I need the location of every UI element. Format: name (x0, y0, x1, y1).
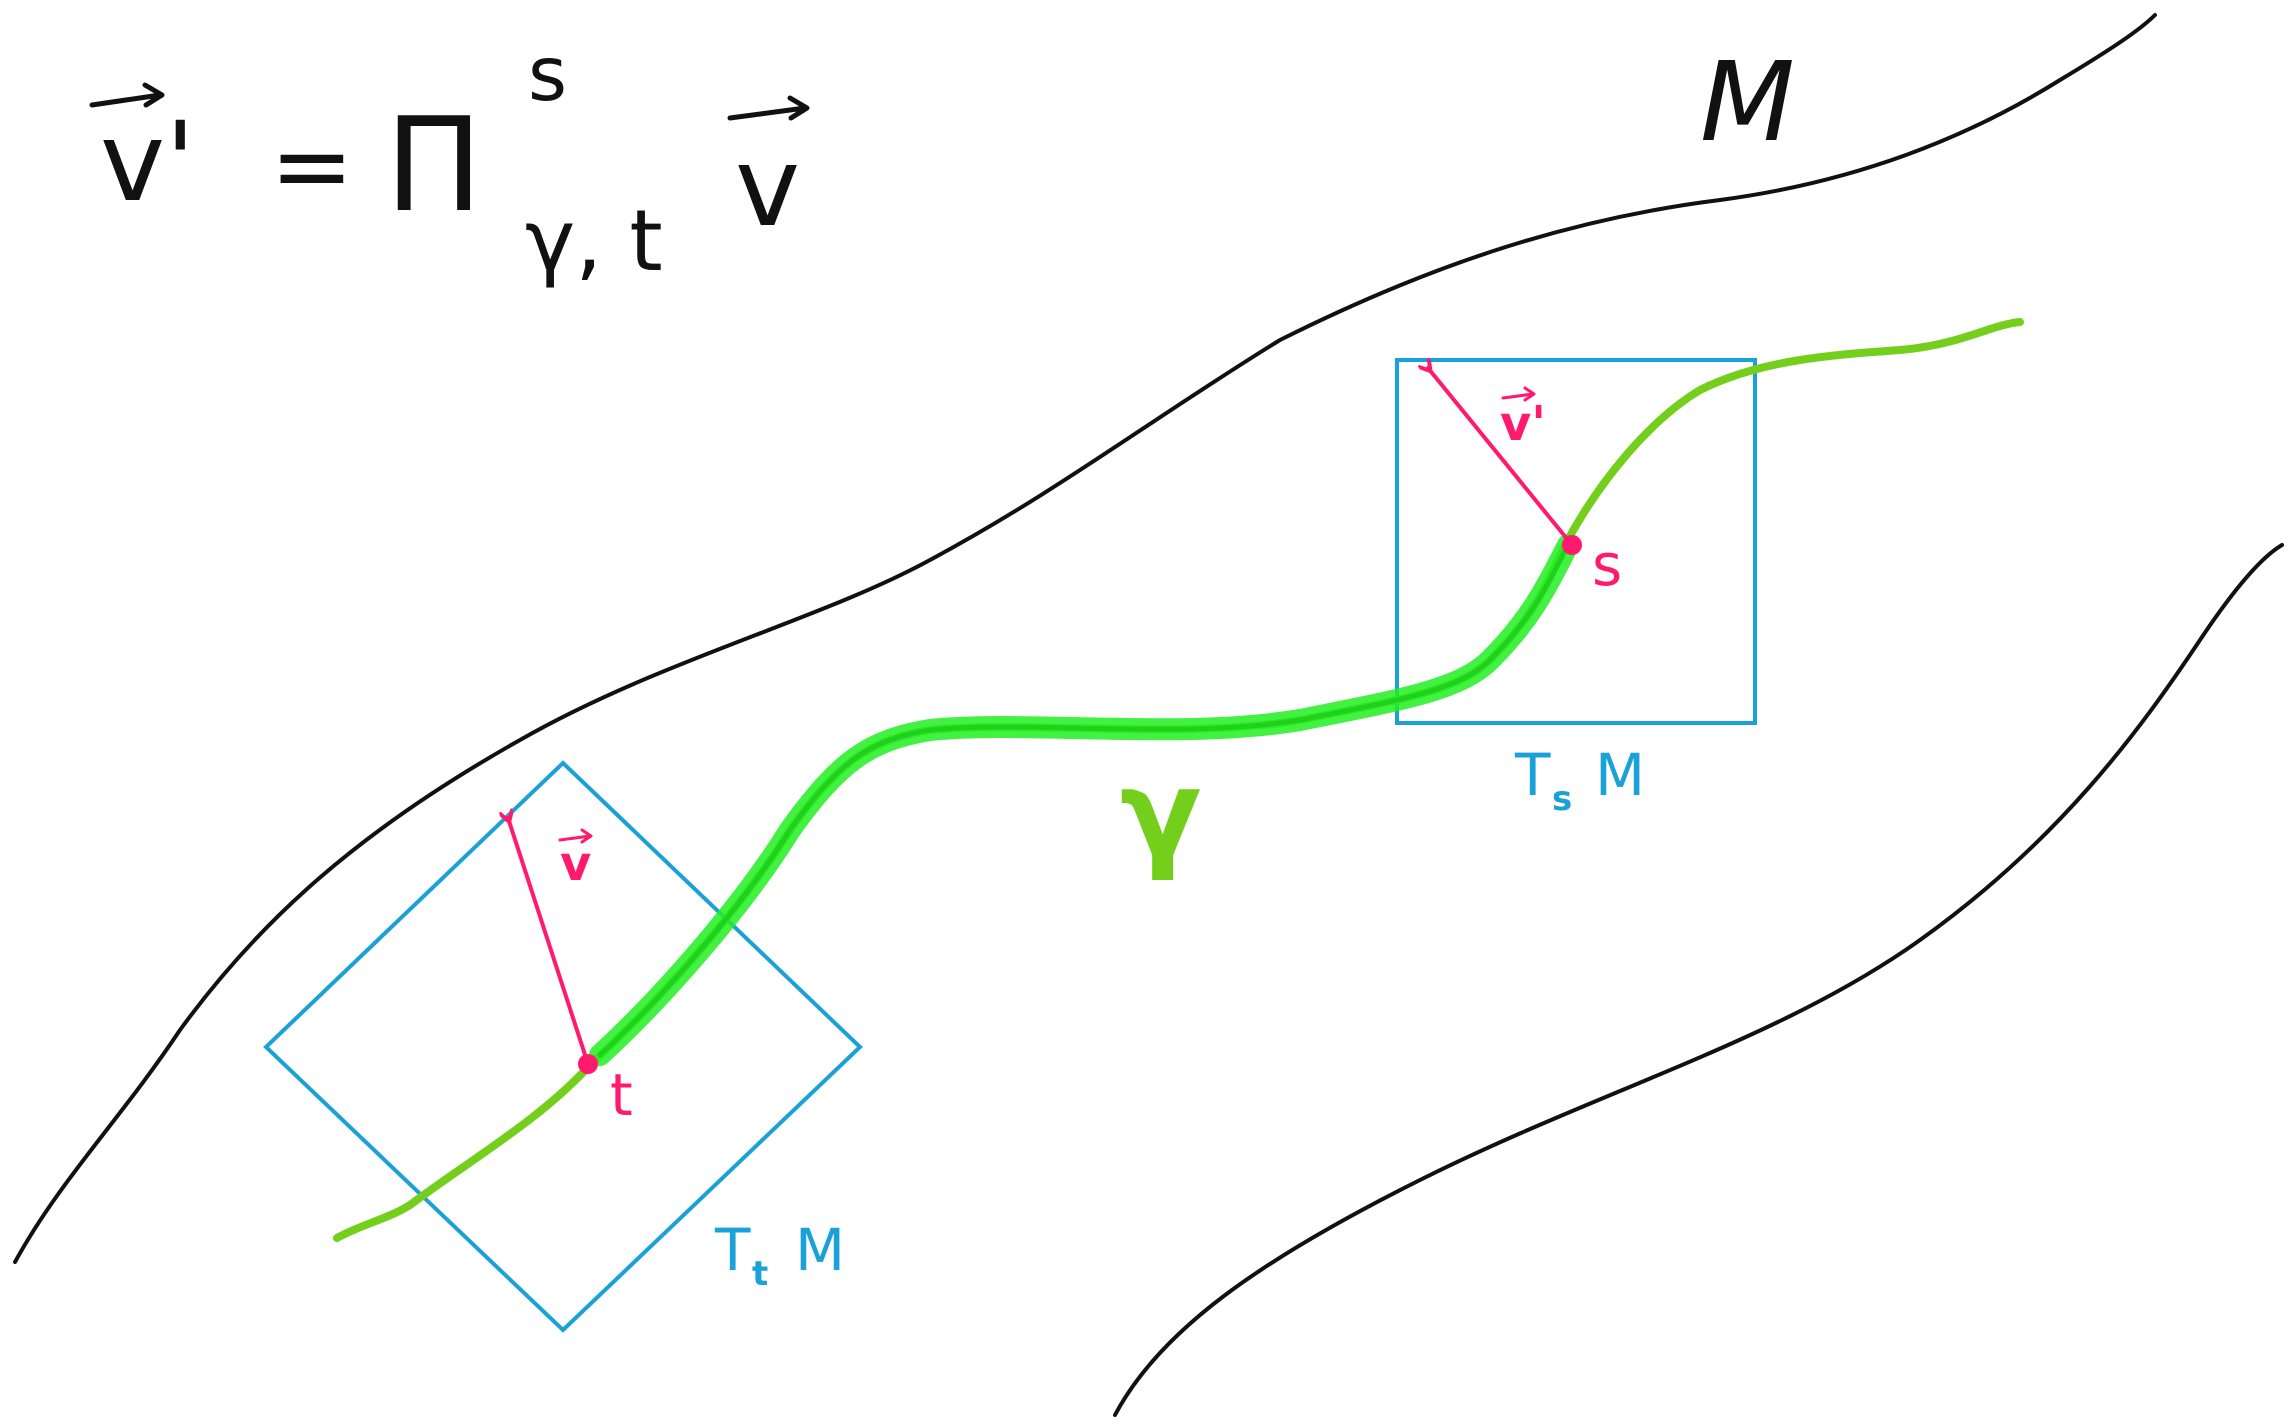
vector-v-prime-at-s (1428, 368, 1574, 547)
vector-v-at-t (508, 818, 590, 1066)
tangent-space-s-manifold: M (1595, 741, 1645, 809)
formula-lhs-vector-arrow (89, 82, 165, 108)
tangent-plane-at-t (263, 760, 863, 1333)
tangent-space-label-t: T t M (714, 1216, 845, 1294)
curve-gamma-transport-core (597, 542, 1571, 1058)
curve-gamma-transport-highlight (589, 534, 1579, 1066)
point-t-label: t (610, 1061, 633, 1129)
vector-v-label: v (560, 836, 591, 892)
manifold-label: M (1700, 38, 1795, 166)
formula-lhs: v' (100, 98, 195, 226)
curve-label: γ (1120, 745, 1202, 884)
tangent-space-s-sub: s (1552, 779, 1572, 819)
point-s-label: s (1592, 531, 1622, 599)
formula-subscript: γ, t (525, 192, 663, 291)
vector-v-label-arrow (558, 828, 593, 844)
transport-formula: v' = Π s γ, t v (89, 30, 810, 291)
tangent-space-t-manifold: M (795, 1216, 845, 1284)
manifold-upper-boundary (13, 13, 2157, 1264)
tangent-space-s-base: T (1514, 741, 1551, 809)
point-t (578, 1054, 598, 1074)
vector-v-prime-label-arrow (1501, 386, 1536, 402)
formula-equals: = (270, 107, 354, 224)
vector-v-prime-label: v' (1500, 396, 1546, 452)
tangent-space-label-s: T s M (1514, 741, 1645, 819)
tangent-space-t-sub: t (752, 1254, 768, 1294)
tangent-space-t-base: T (714, 1216, 751, 1284)
point-s (1562, 535, 1582, 555)
formula-superscript: s (528, 30, 567, 118)
manifold-lower-boundary (1113, 543, 2284, 1417)
formula-rhs-vector-arrow (727, 95, 810, 121)
tangent-plane-at-s (1395, 358, 1757, 725)
formula-operator: Π (385, 89, 483, 241)
formula-rhs: v (735, 123, 800, 251)
